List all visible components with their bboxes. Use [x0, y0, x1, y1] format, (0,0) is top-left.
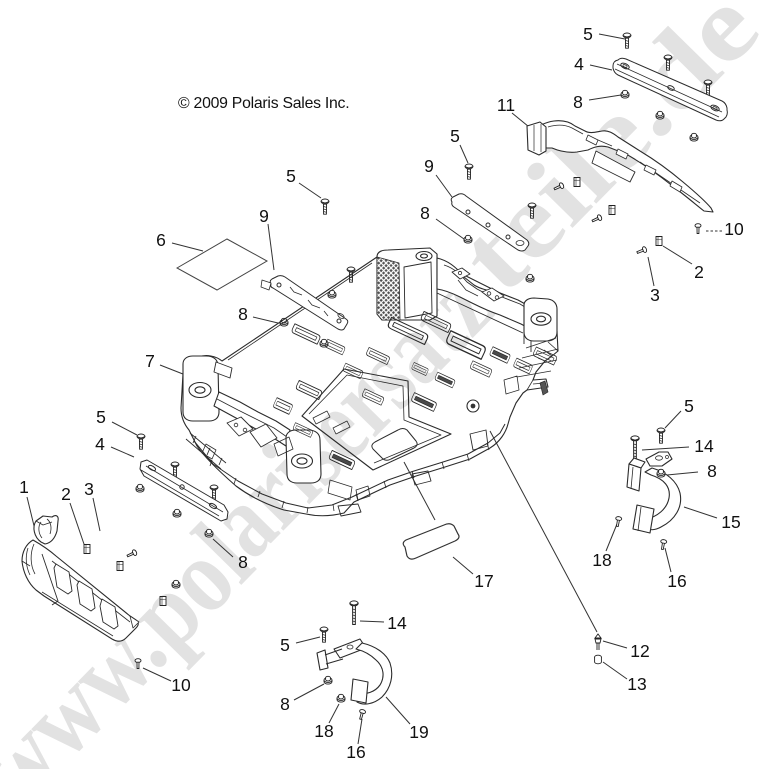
- svg-text:8: 8: [280, 694, 290, 714]
- svg-text:14: 14: [694, 436, 714, 456]
- svg-text:8: 8: [238, 304, 248, 324]
- svg-text:15: 15: [721, 512, 740, 532]
- svg-text:4: 4: [574, 54, 584, 74]
- svg-text:5: 5: [583, 24, 593, 44]
- svg-text:10: 10: [724, 219, 744, 239]
- svg-text:5: 5: [96, 407, 106, 427]
- svg-text:5: 5: [684, 396, 694, 416]
- svg-text:18: 18: [314, 721, 333, 741]
- svg-text:16: 16: [346, 742, 365, 762]
- svg-text:8: 8: [238, 552, 248, 572]
- svg-text:5: 5: [286, 166, 296, 186]
- svg-text:10: 10: [171, 675, 191, 695]
- svg-text:1: 1: [19, 477, 29, 497]
- svg-text:2: 2: [694, 262, 704, 282]
- svg-text:© 2009 Polaris Sales Inc.: © 2009 Polaris Sales Inc.: [178, 95, 349, 112]
- svg-text:11: 11: [497, 95, 515, 115]
- svg-text:18: 18: [592, 550, 611, 570]
- svg-text:13: 13: [627, 674, 646, 694]
- svg-text:7: 7: [145, 351, 155, 371]
- svg-text:5: 5: [280, 635, 290, 655]
- svg-text:19: 19: [409, 722, 428, 742]
- svg-text:2: 2: [61, 484, 71, 504]
- svg-text:9: 9: [424, 156, 434, 176]
- svg-text:3: 3: [84, 479, 94, 499]
- svg-text:8: 8: [707, 461, 717, 481]
- svg-text:4: 4: [95, 434, 105, 454]
- svg-text:5: 5: [450, 126, 460, 146]
- svg-text:8: 8: [573, 92, 583, 112]
- svg-text:14: 14: [387, 613, 407, 633]
- svg-text:8: 8: [420, 203, 430, 223]
- svg-text:9: 9: [259, 206, 269, 226]
- svg-text:6: 6: [156, 230, 166, 250]
- svg-text:12: 12: [630, 641, 649, 661]
- svg-text:16: 16: [667, 571, 686, 591]
- svg-text:17: 17: [474, 571, 493, 591]
- svg-text:3: 3: [650, 285, 660, 305]
